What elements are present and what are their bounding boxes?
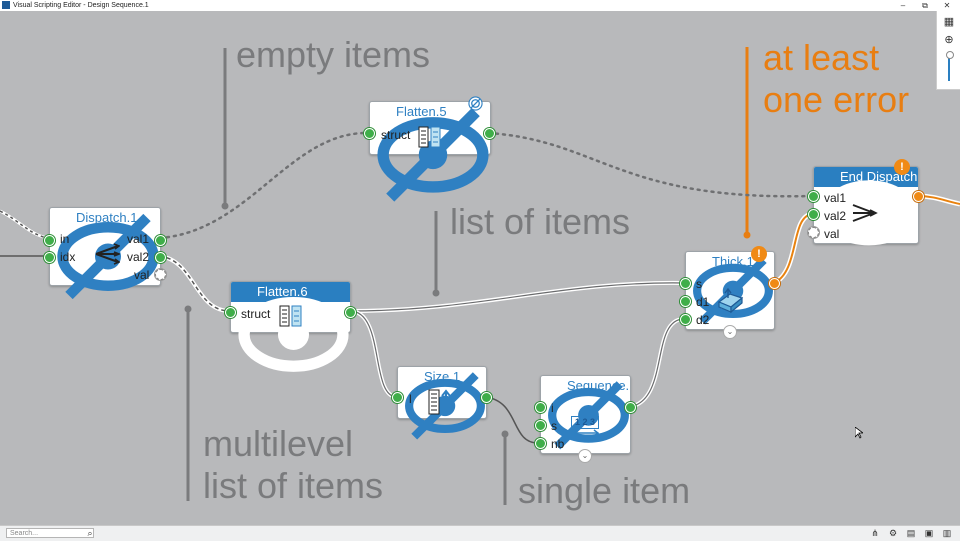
title-bar: Visual Scripting Editor - Design Sequenc… (0, 0, 960, 11)
port-d1: d1 (696, 295, 710, 309)
empty-set-icon (468, 96, 483, 111)
port-val1: val1 (127, 232, 150, 246)
input-port-nb[interactable] (535, 438, 546, 449)
flatten-icon (279, 305, 302, 327)
port-val2: val2 (127, 250, 150, 264)
zoom-slider[interactable] (948, 53, 950, 81)
input-port-l[interactable] (392, 392, 403, 403)
sequence-icon: 1 2 3 (571, 416, 599, 438)
output-port-val2[interactable] (155, 252, 166, 263)
node-thick[interactable]: Thick.1 s d1 d2 (685, 251, 775, 330)
graph-icon[interactable]: ⋔ (871, 528, 879, 538)
image-icon[interactable]: ▣ (924, 528, 934, 538)
port-idx: idx (60, 250, 76, 264)
map-icon[interactable]: ▦ (943, 16, 955, 28)
node-dispatch[interactable]: Dispatch.1 in idx val1 val2 val (49, 207, 161, 300)
node-sequence[interactable]: Sequence. i s nb 1 2 3 (540, 375, 631, 454)
search-input[interactable]: Search... (6, 528, 94, 538)
node-title: Flatten.5 (396, 104, 447, 119)
output-port[interactable] (913, 191, 924, 202)
node-size[interactable]: Size.1 l (397, 366, 487, 440)
graph-canvas[interactable]: empty items list of items multilevel lis… (0, 11, 960, 525)
zoom-icon[interactable]: ⊕ (944, 34, 954, 46)
thick-icon (717, 288, 744, 314)
flatten-icon (418, 126, 441, 148)
port-in: in (60, 232, 70, 246)
app-icon (2, 1, 10, 9)
status-bar: Search... ⌕ ⋔ ⚙ ▤ ▣ ▥ (0, 525, 960, 541)
input-port-val2[interactable] (808, 209, 819, 220)
document-icon[interactable]: ▤ (906, 528, 916, 538)
settings-icon[interactable]: ⚙ (888, 528, 898, 538)
input-port-in[interactable] (44, 235, 55, 246)
node-end-dispatch[interactable]: End Dispatch val1 val2 val (813, 166, 919, 246)
chevron-down-icon[interactable]: ⌄ (578, 449, 592, 463)
eye-icon[interactable] (237, 285, 350, 384)
window-title: Visual Scripting Editor - Design Sequenc… (13, 2, 149, 9)
output-port[interactable] (345, 307, 356, 318)
input-port-s[interactable] (680, 278, 691, 289)
node-flatten-6[interactable]: Flatten.6 struct (230, 281, 351, 372)
input-port-val[interactable] (808, 227, 819, 238)
input-port-val1[interactable] (808, 191, 819, 202)
output-port-val[interactable] (155, 269, 166, 280)
port-d2: d2 (696, 313, 710, 327)
output-port[interactable] (481, 392, 492, 403)
annotation-empty-items: empty items (236, 34, 431, 75)
view-tool-panel: ▦ ⊕ (936, 11, 960, 90)
search-icon[interactable]: ⌕ (87, 528, 93, 538)
hidden-eye-icon[interactable] (376, 105, 490, 205)
output-port-val1[interactable] (155, 235, 166, 246)
hidden-eye-icon[interactable] (547, 379, 630, 452)
size-icon (428, 389, 451, 415)
connections-layer (0, 47, 960, 505)
input-port-i[interactable] (535, 402, 546, 413)
node-title: Dispatch.1 (76, 210, 138, 225)
warning-icon[interactable]: ! (751, 246, 767, 262)
output-port[interactable] (625, 402, 636, 413)
port-val2: val2 (824, 209, 847, 223)
annotation-error-line1: at least (763, 37, 880, 78)
chevron-down-icon[interactable]: ⌄ (723, 325, 737, 339)
mouse-cursor-icon (855, 427, 863, 439)
port-struct: struct (241, 307, 271, 321)
close-button[interactable]: ✕ (943, 1, 951, 10)
maximize-button[interactable]: ⧉ (922, 1, 928, 10)
annotation-list-of-items: list of items (450, 201, 631, 242)
input-port-struct[interactable] (225, 307, 236, 318)
port-i: i (551, 401, 554, 415)
input-port-d1[interactable] (680, 296, 691, 307)
input-port-idx[interactable] (44, 252, 55, 263)
node-title: Flatten.6 (231, 282, 350, 302)
port-val: val (134, 268, 150, 282)
port-s: s (551, 419, 557, 433)
input-port-struct[interactable] (364, 128, 375, 139)
annotation-error-line2: one error (763, 79, 910, 120)
port-l: l (409, 392, 412, 406)
port-s: s (696, 277, 702, 291)
dispatch-icon (95, 243, 120, 265)
port-val1: val1 (824, 191, 847, 205)
input-port-s[interactable] (535, 420, 546, 431)
zoom-slider-handle[interactable] (946, 51, 954, 59)
annotation-multilevel-line2: list of items (203, 465, 384, 506)
input-port-d2[interactable] (680, 314, 691, 325)
warning-icon[interactable]: ! (894, 159, 910, 175)
annotation-single-item: single item (518, 470, 691, 511)
annotation-multilevel-line1: multilevel (203, 423, 354, 464)
layout-icon[interactable]: ▥ (942, 528, 952, 538)
port-struct: struct (381, 128, 411, 142)
output-port[interactable] (484, 128, 495, 139)
output-port[interactable] (769, 278, 780, 289)
sequence-icon-label: 1 2 3 (571, 416, 599, 429)
port-val: val (824, 227, 840, 241)
port-nb: nb (551, 437, 565, 451)
minimize-button[interactable]: – (900, 1, 906, 10)
dispatch-icon (852, 204, 878, 222)
